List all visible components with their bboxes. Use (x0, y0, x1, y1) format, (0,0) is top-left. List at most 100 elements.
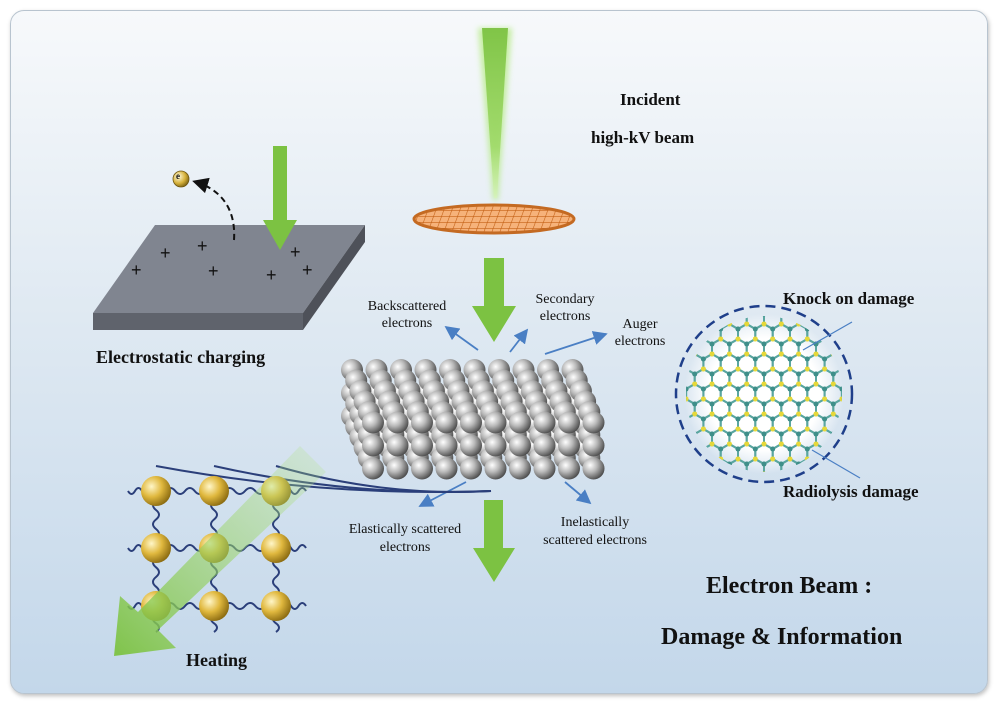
inelastic-label: Inelastically scattered electrons (543, 514, 647, 550)
lattice-atom (779, 502, 784, 507)
lattice-bond (840, 442, 842, 466)
lattice-atom (848, 462, 853, 467)
lattice-atom (675, 502, 680, 507)
lattice-atom (866, 342, 871, 347)
lattice-atom (692, 316, 698, 317)
auger-line2: electrons (614, 334, 666, 349)
green-arrow-plate (263, 146, 297, 250)
lattice-atom (866, 322, 871, 327)
inelastic-line2: scattered electrons (543, 533, 647, 548)
lattice-atom (840, 477, 845, 482)
lattice-atom (830, 471, 836, 472)
lattice-atom (857, 337, 862, 342)
lattice-atom (727, 471, 732, 472)
lattice-atom (848, 442, 853, 447)
lattice-atom (744, 292, 749, 297)
lattice-atom (692, 292, 697, 297)
lattice-atom (718, 366, 724, 372)
lattice-atom (761, 381, 767, 387)
lattice-atom (866, 462, 871, 467)
lattice-atom (866, 412, 871, 417)
lattice-atom (883, 382, 888, 387)
lattice-atom (788, 277, 793, 282)
lattice-atom (857, 387, 862, 392)
lattice-atom (727, 292, 732, 297)
lattice-atom (874, 427, 879, 432)
lattice-atom (666, 417, 671, 422)
lattice-atom (675, 322, 680, 327)
lattice-atom (675, 462, 680, 467)
lattice-atom (709, 471, 715, 472)
lattice-atom (675, 312, 680, 317)
lattice-atom (874, 447, 879, 452)
lattice-atom (857, 447, 862, 452)
lattice-atom (727, 401, 732, 407)
lattice-atom (692, 381, 698, 387)
lattice-atom (778, 461, 784, 467)
lattice-atom (778, 411, 784, 417)
lattice-atom (666, 447, 671, 452)
lattice-atom (770, 487, 775, 492)
lattice-atom (686, 326, 689, 332)
lattice-atom (684, 297, 689, 302)
lattice-atom (770, 487, 775, 492)
lattice-atom (813, 371, 819, 377)
lattice-atom (866, 342, 871, 347)
lattice-atom (857, 337, 862, 342)
lattice-atom (744, 502, 749, 507)
crystal-atom (460, 434, 482, 457)
lattice-atom (848, 352, 853, 357)
lattice-atom (857, 397, 862, 402)
lattice-atom (718, 277, 723, 282)
lattice-atom (848, 352, 853, 357)
lattice-atom (718, 477, 723, 482)
lattice-atom (649, 477, 654, 482)
crystal-atom (558, 411, 580, 434)
lattice-atom (857, 507, 862, 512)
lattice-atom (822, 507, 827, 512)
crystal-atom (558, 457, 580, 480)
crystal-atom (509, 457, 531, 480)
lattice-atom (692, 321, 698, 327)
lattice-atom (866, 352, 871, 357)
lattice-atom (709, 341, 715, 347)
lattice-atom (718, 336, 724, 342)
lattice-atom (735, 456, 741, 462)
lattice-atom (848, 432, 853, 437)
lattice-atom (658, 442, 663, 447)
lattice-atom (848, 352, 853, 357)
lattice-atom (813, 471, 819, 472)
svg-text:+: + (302, 260, 313, 280)
lattice-atom (727, 441, 732, 447)
lattice-atom (718, 426, 724, 432)
lattice-atom (866, 322, 871, 327)
lattice-atom (658, 282, 663, 287)
lattice-atom (787, 426, 793, 432)
lattice-atom (684, 297, 689, 302)
lattice-atom (848, 502, 853, 507)
title-line1: Electron Beam : (706, 573, 873, 599)
lattice-atom (744, 461, 750, 467)
lattice-atom (666, 487, 671, 492)
lattice-atom (675, 462, 680, 467)
lattice-atom (883, 462, 888, 467)
lattice-bond (677, 279, 694, 299)
lattice-atom (866, 312, 871, 317)
lattice-atom (666, 367, 671, 372)
lattice-bond (859, 354, 876, 374)
lattice-atom (692, 371, 698, 377)
lattice-atom (727, 492, 732, 497)
lattice-atom (778, 321, 784, 327)
lattice-atom (779, 282, 784, 287)
lattice-atom (744, 381, 750, 387)
lattice-atom (857, 457, 862, 462)
svg-text:+: + (131, 260, 142, 280)
lattice-bond (651, 444, 668, 464)
lattice-atom (866, 312, 871, 317)
lattice-atom (701, 366, 706, 372)
crystal-atom (460, 457, 482, 480)
lattice-atom (727, 371, 732, 377)
lattice-atom (787, 366, 793, 372)
lattice-atom (727, 292, 732, 297)
lattice-atom (710, 292, 715, 297)
